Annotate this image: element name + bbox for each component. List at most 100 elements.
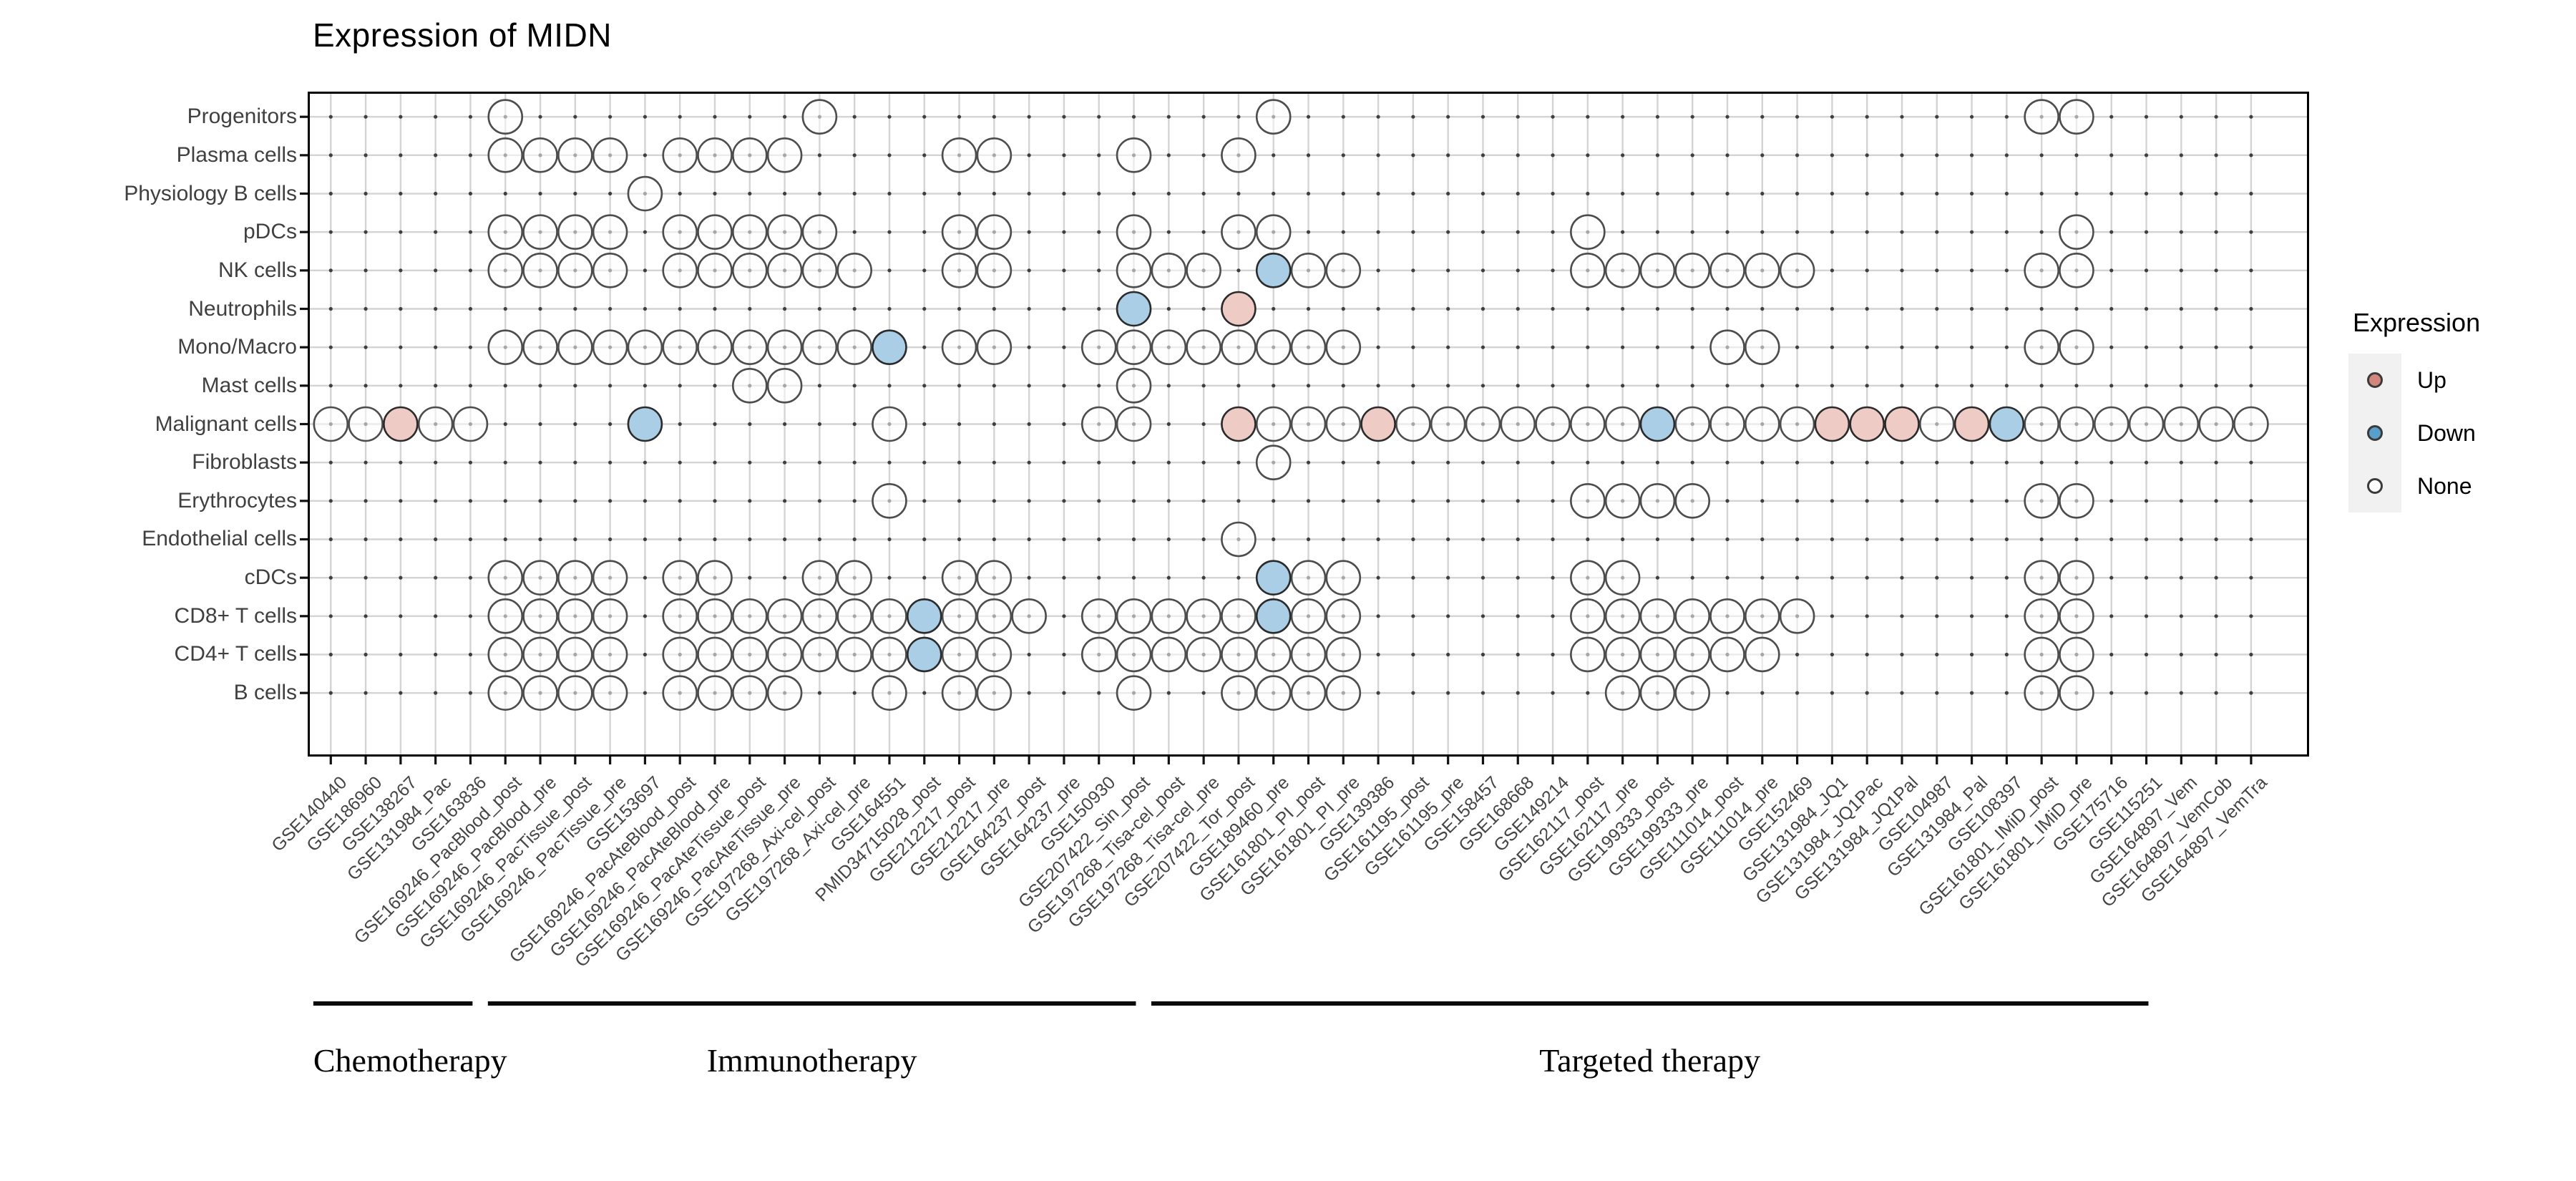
grid-node-dot [1760, 153, 1765, 157]
expression-dot-none [1709, 598, 1745, 634]
grid-node-dot [1306, 191, 1311, 196]
grid-node-dot [1201, 499, 1206, 503]
grid-node-dot [2214, 268, 2218, 273]
grid-node-dot [1480, 230, 1485, 234]
grid-node-dot [1900, 306, 1904, 311]
expression-dot-none [2059, 99, 2094, 135]
grid-node-dot [364, 268, 368, 273]
grid-node-dot [1621, 230, 1625, 234]
expression-dot-none [732, 137, 768, 173]
grid-node-dot [957, 115, 962, 119]
expression-dot-none [557, 214, 593, 250]
grid-node-dot [1097, 115, 1101, 119]
grid-node-dot [399, 537, 403, 542]
grid-node-dot [1655, 384, 1660, 388]
grid-node-dot [2004, 614, 2009, 618]
grid-node-dot [1272, 384, 1276, 388]
grid-node-dot [328, 306, 333, 311]
grid-node-dot [922, 115, 927, 119]
grid-node-dot [1341, 499, 1345, 503]
grid-node-dot [713, 306, 717, 311]
grid-node-dot [434, 499, 438, 503]
grid-node-dot [1097, 268, 1101, 273]
expression-dot-none [1325, 329, 1362, 365]
grid-node-dot [782, 115, 787, 119]
grid-node-dot [399, 153, 403, 157]
grid-node-dot [1795, 230, 1800, 234]
grid-node-dot [1446, 537, 1450, 542]
grid-node-dot [852, 460, 857, 465]
expression-dot-none [801, 253, 838, 288]
expression-dot-none [557, 329, 593, 365]
grid-node-dot [748, 575, 752, 580]
grid-node-dot [1586, 191, 1590, 196]
grid-node-dot [1969, 652, 1974, 657]
grid-node-dot [1725, 115, 1729, 119]
grid-node-dot [1551, 652, 1555, 657]
grid-node-dot [2144, 230, 2149, 234]
grid-node-dot [1935, 115, 1939, 119]
expression-dot-none [2059, 675, 2094, 711]
expression-dot-none [976, 214, 1013, 250]
grid-node-dot [922, 460, 927, 465]
chart-title: Expression of MIDN [313, 16, 613, 54]
grid-node-dot [1865, 306, 1869, 311]
grid-node-dot [2004, 306, 2009, 311]
grid-node-dot [468, 614, 473, 618]
grid-node-dot [1900, 268, 1904, 273]
expression-dot-none [872, 406, 907, 442]
grid-node-dot [1551, 306, 1555, 311]
expression-dot-none [1709, 253, 1745, 288]
y-axis-label: Endothelial cells [142, 527, 297, 551]
expression-dot-none [662, 253, 698, 288]
grid-node-dot [434, 537, 438, 542]
grid-node-dot [643, 499, 648, 503]
grid-node-dot [2144, 345, 2149, 349]
grid-node-dot [328, 460, 333, 465]
expression-dot-none [1570, 483, 1606, 519]
grid-node-dot [1097, 460, 1101, 465]
expression-dot-up [1849, 406, 1885, 442]
expression-dot-none [1709, 329, 1745, 365]
grid-node-dot [2004, 153, 2009, 157]
grid-node-dot [2144, 537, 2149, 542]
grid-node-dot [1027, 537, 1031, 542]
expression-dot-none [976, 675, 1013, 711]
y-axis-label: Progenitors [187, 105, 297, 129]
grid-node-dot [2004, 384, 2009, 388]
grid-node-dot [817, 422, 821, 427]
expression-dot-down [906, 636, 942, 673]
grid-node-dot [608, 460, 613, 465]
grid-node-dot [2109, 306, 2114, 311]
grid-node-dot [1865, 499, 1869, 503]
grid-node-dot [852, 499, 857, 503]
grid-node-dot [468, 115, 473, 119]
grid-node-dot [328, 191, 333, 196]
grid-node-dot [1760, 115, 1765, 119]
grid-node-dot [2179, 614, 2183, 618]
grid-node-dot [399, 268, 403, 273]
grid-node-dot [538, 537, 542, 542]
grid-node-dot [1341, 460, 1345, 465]
grid-node-dot [2144, 384, 2149, 388]
expression-dot-none [766, 253, 803, 288]
grid-node-dot [1411, 460, 1415, 465]
expression-dot-none [801, 598, 838, 634]
expression-dot-none [1604, 560, 1641, 596]
expression-dot-none [1116, 636, 1152, 673]
grid-node-dot [1131, 460, 1136, 465]
grid-node-dot [1551, 460, 1555, 465]
grid-node-dot [1062, 191, 1066, 196]
grid-node-dot [2249, 614, 2253, 618]
grid-node-dot [2214, 652, 2218, 657]
grid-node-dot [2004, 345, 2009, 349]
grid-node-dot [992, 460, 996, 465]
grid-node-dot [1865, 153, 1869, 157]
grid-node-dot [643, 537, 648, 542]
grid-node-dot [2039, 306, 2044, 311]
grid-node-dot [573, 191, 577, 196]
expression-dot-none [1674, 406, 1711, 442]
grid-node-dot [399, 191, 403, 196]
grid-node-dot [1690, 575, 1694, 580]
expression-dot-none [522, 598, 558, 634]
